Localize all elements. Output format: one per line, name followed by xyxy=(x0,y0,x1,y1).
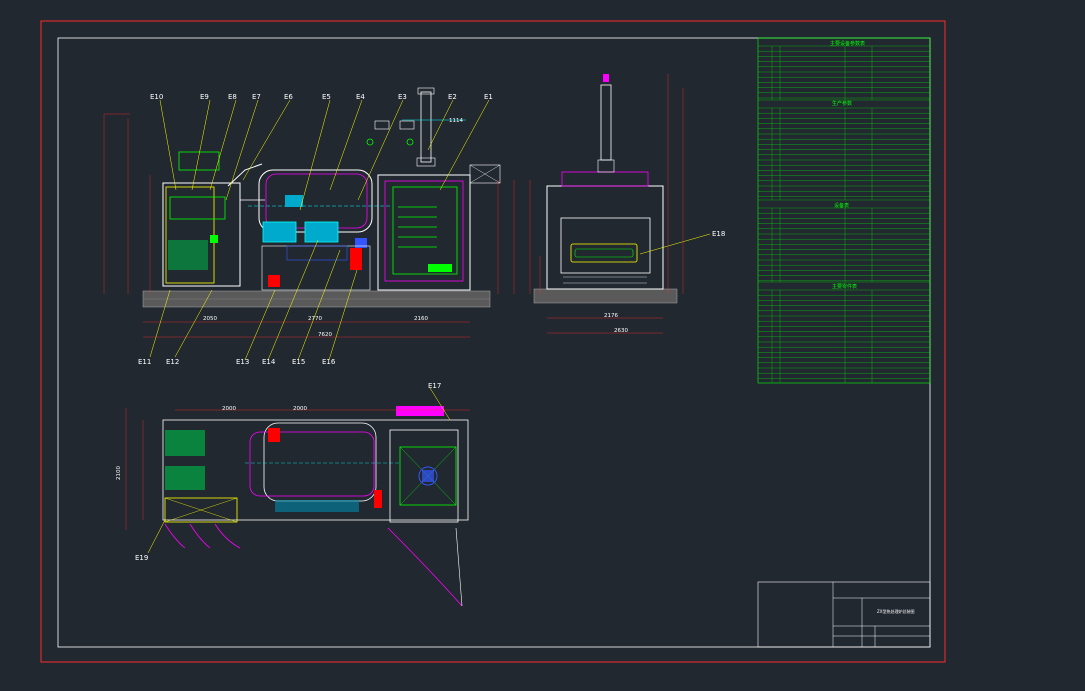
callout-e3: E3 xyxy=(398,93,407,101)
inner-frame xyxy=(57,37,931,648)
callout-e19: E19 xyxy=(135,554,148,562)
dim-plan-depth: 2100 xyxy=(116,466,122,480)
callout-e13: E13 xyxy=(236,358,249,366)
table4-title: 主要零件表 xyxy=(832,283,857,290)
callout-e14: E14 xyxy=(262,358,276,366)
callout-e6: E6 xyxy=(284,93,293,101)
callout-e1: E1 xyxy=(484,93,493,101)
furnace-body xyxy=(377,174,471,291)
control-cabinet xyxy=(162,182,241,287)
table1-title: 主要设备参数表 xyxy=(830,40,865,47)
drawing-title: ZX型热处理炉总装图 xyxy=(877,608,914,614)
callout-e17: E17 xyxy=(428,382,441,390)
plan-furnace xyxy=(389,429,459,523)
side-ground-slab xyxy=(533,288,678,304)
plan-outline xyxy=(162,419,469,521)
table3-title: 设备表 xyxy=(834,202,849,209)
callout-e8: E8 xyxy=(228,93,237,101)
plan-view[interactable]: 2000 2000 2100 E17 E19 xyxy=(116,382,470,607)
dim-side-a: 2176 xyxy=(604,313,618,319)
parameter-tables[interactable]: 主要设备参数表 生产参数 设备表 主要零件表 xyxy=(757,37,931,384)
dim-chimney-width: 1114 xyxy=(449,118,463,124)
table2-title: 生产参数 xyxy=(832,100,852,107)
front-callouts: E10 E9 E8 E7 E6 E5 E4 E3 E2 E1 xyxy=(150,93,493,101)
front-elevation-view[interactable]: 2050 2770 2160 7620 1114 E10 E9 E8 E7 E6 E5 E4… xyxy=(103,87,531,366)
callout-e12: E12 xyxy=(166,358,179,366)
callout-e15: E15 xyxy=(292,358,305,366)
chimney-pipe xyxy=(420,91,432,163)
outer-frame xyxy=(40,20,946,663)
callout-e11: E11 xyxy=(138,358,151,366)
callout-e2: E2 xyxy=(448,93,457,101)
dim-front-c: 2160 xyxy=(414,316,428,322)
dim-side-b: 2630 xyxy=(614,328,628,334)
callout-e4: E4 xyxy=(356,93,365,101)
dim-front-total: 7620 xyxy=(318,332,332,338)
dim-plan-a: 2000 xyxy=(222,406,236,412)
dim-plan-b: 2000 xyxy=(293,406,307,412)
callout-e16: E16 xyxy=(322,358,336,366)
callout-e9: E9 xyxy=(200,93,209,101)
side-chimney xyxy=(600,84,612,161)
dim-front-a: 2050 xyxy=(203,316,217,322)
side-furnace-body xyxy=(546,185,664,290)
side-elevation-view[interactable]: E18 2176 2630 xyxy=(533,74,725,334)
bottom-callouts: E11 E12 E13 E14 E15 E16 xyxy=(138,358,336,366)
callout-e18: E18 xyxy=(712,230,725,238)
dim-front-b: 2770 xyxy=(308,316,322,322)
title-block[interactable]: ZX型热处理炉总装图 xyxy=(757,581,931,648)
callout-e5: E5 xyxy=(322,93,331,101)
pump-unit-2 xyxy=(304,221,339,243)
pump-unit-1 xyxy=(262,221,297,243)
callout-e10: E10 xyxy=(150,93,163,101)
callout-e7: E7 xyxy=(252,93,261,101)
